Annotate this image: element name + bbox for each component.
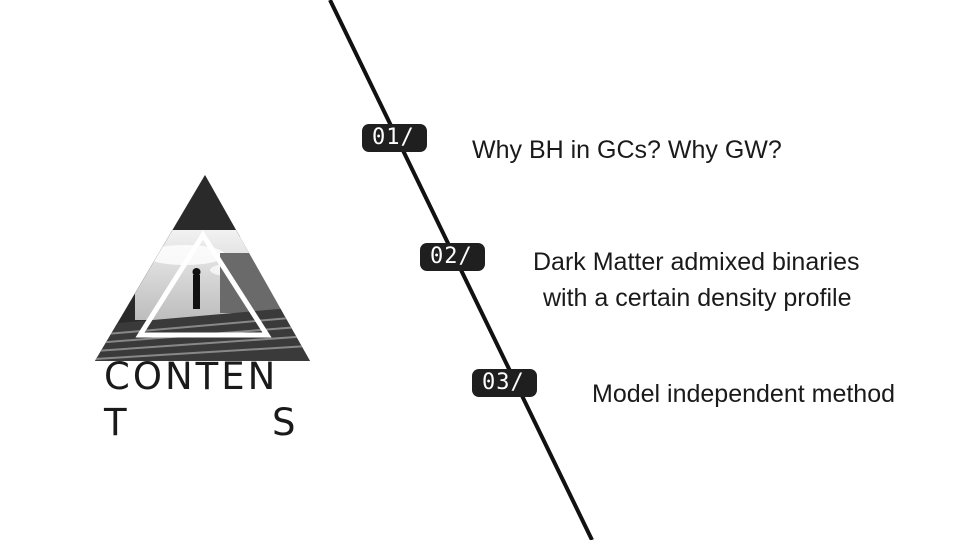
item-text: Why BH in GCs? Why GW? — [472, 136, 782, 164]
item-text: with a certain density profile — [543, 284, 852, 312]
triangle-photo-logo — [95, 175, 310, 361]
item-number-badge: 01/ — [362, 124, 427, 152]
title-line1: CONTEN — [104, 355, 279, 398]
item-text: Dark Matter admixed binaries — [533, 248, 860, 276]
item-text: Model independent method — [592, 380, 896, 408]
title-line2-left: T — [104, 401, 127, 444]
item-number-badge: 03/ — [472, 369, 537, 397]
title-line2: T S — [104, 401, 296, 444]
title-line2-right: S — [272, 401, 296, 444]
item-number-badge: 02/ — [420, 243, 485, 271]
